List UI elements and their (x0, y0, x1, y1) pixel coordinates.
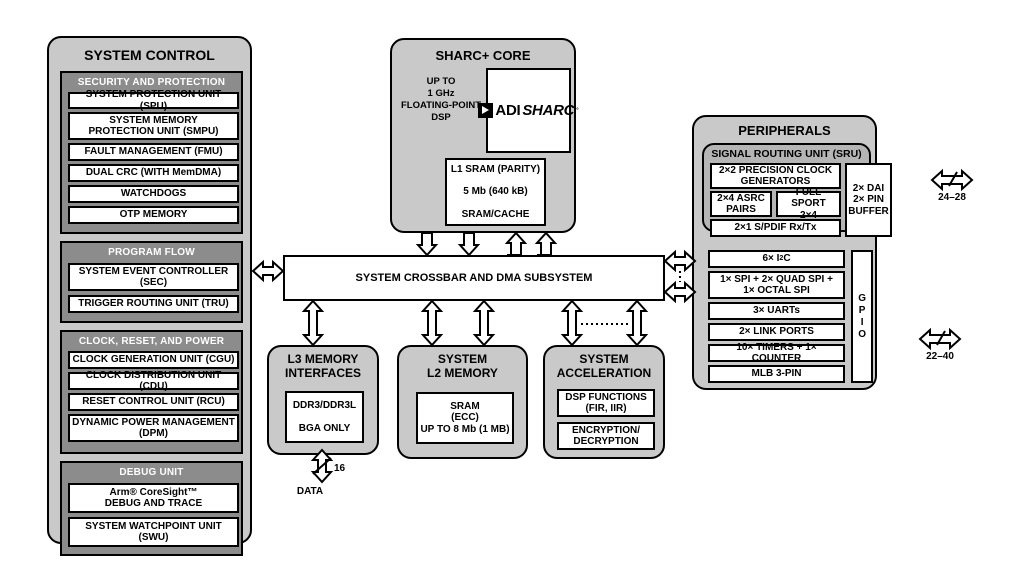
system-control-title: SYSTEM CONTROL (84, 47, 215, 63)
sharc-core-spec: UP TO 1 GHz FLOATING-POINT DSP (400, 76, 482, 123)
gpio-bus-label: 22–40 (926, 351, 954, 362)
group-security-and-protection: SECURITY AND PROTECTION SYSTEM PROTECTIO… (60, 71, 243, 234)
box-full-sport[interactable]: FULL SPORT 2×4 (776, 187, 841, 221)
box-otp-memory[interactable]: OTP MEMORY (68, 206, 239, 224)
box-swu[interactable]: SYSTEM WATCHPOINT UNIT (SWU) (68, 517, 239, 547)
arrow-crossbar-to-accel-right (625, 299, 649, 347)
arrow-crossbar-to-peripherals-lower (663, 280, 697, 304)
box-spdif[interactable]: 2×1 S/PDIF Rx/Tx (710, 219, 841, 237)
arrow-crossbar-to-l3 (301, 299, 325, 347)
box-dai-pin-buffer[interactable]: 2× DAI 2× PIN BUFFER (845, 163, 892, 237)
l2-memory-title: SYSTEM L2 MEMORY (427, 352, 498, 380)
peripherals-title: PERIPHERALS (738, 123, 831, 138)
group-debug-unit: DEBUG UNIT Arm® CoreSight™ DEBUG AND TRA… (60, 461, 243, 556)
arrow-dai-bus: 24–28 (930, 168, 974, 203)
box-fmu[interactable]: FAULT MANAGEMENT (FMU) (68, 143, 239, 161)
group-header-clock-reset-power: CLOCK, RESET, AND POWER (78, 336, 225, 347)
box-cgu[interactable]: CLOCK GENERATION UNIT (CGU) (68, 351, 239, 369)
gpio-label: GPIO (856, 292, 868, 341)
group-header-security: SECURITY AND PROTECTION (77, 77, 226, 88)
group-header-debug-unit: DEBUG UNIT (119, 467, 184, 478)
box-ddr3[interactable]: DDR3/DDR3L BGA ONLY (285, 391, 364, 443)
box-spu[interactable]: SYSTEM PROTECTION UNIT (SPU) (68, 89, 239, 112)
box-coresight[interactable]: Arm® CoreSight™ DEBUG AND TRACE (68, 483, 239, 513)
sharc-core-title: SHARC+ CORE (435, 48, 531, 63)
arrow-system-control-to-crossbar (251, 259, 285, 283)
box-dpm[interactable]: DYNAMIC POWER MANAGEMENT (DPM) (68, 414, 239, 442)
arrow-sharc-down-1 (415, 232, 439, 257)
sru-title: SIGNAL ROUTING UNIT (SRU) (711, 148, 862, 160)
arrow-crossbar-to-peripherals-upper (663, 249, 697, 273)
arrow-crossbar-to-accel-left (560, 299, 584, 347)
box-gpio[interactable]: GPIO (851, 250, 873, 383)
arrow-l3-data-bus: 16 DATA (297, 448, 346, 497)
panel-peripherals: PERIPHERALS SIGNAL ROUTING UNIT (SRU) 2×… (692, 115, 892, 390)
box-asrc-pairs[interactable]: 2×4 ASRC PAIRS (710, 191, 772, 217)
box-cdu[interactable]: CLOCK DISTRIBUTION UNIT (CDU) (68, 370, 239, 392)
l3-memory-title: L3 MEMORY INTERFACES (284, 352, 361, 380)
box-smpu[interactable]: SYSTEM MEMORY PROTECTION UNIT (SMPU) (68, 112, 239, 140)
box-system-crossbar[interactable]: SYSTEM CROSSBAR AND DMA SUBSYSTEM (283, 255, 665, 301)
box-uarts[interactable]: 3× UARTs (708, 302, 845, 320)
logo-trademark: ° (576, 107, 579, 114)
group-program-flow: PROGRAM FLOW SYSTEM EVENT CONTROLLER (SE… (60, 241, 243, 323)
box-dsp-functions[interactable]: DSP FUNCTIONS (FIR, IIR) (557, 389, 655, 417)
panel-system-l2-memory: SYSTEM L2 MEMORY SRAM (ECC) UP TO 8 Mb (… (397, 345, 528, 459)
l3-bus-width-label: 16 (334, 463, 346, 474)
play-triangle-icon (478, 103, 494, 118)
box-timers-counter[interactable]: 10× TIMERS + 1× COUNTER (708, 342, 845, 364)
box-sec[interactable]: SYSTEM EVENT CONTROLLER (SEC) (68, 263, 239, 291)
box-watchdogs[interactable]: WATCHDOGS (68, 185, 239, 203)
logo-adi-text: ADI (495, 102, 521, 119)
logo-sharc-text: SHARC (522, 102, 575, 119)
box-link-ports[interactable]: 2× LINK PORTS (708, 323, 845, 341)
group-header-program-flow: PROGRAM FLOW (108, 247, 195, 258)
box-tru[interactable]: TRIGGER ROUTING UNIT (TRU) (68, 295, 239, 313)
arrow-crossbar-to-l2-right (472, 299, 496, 347)
box-encryption-decryption[interactable]: ENCRYPTION/ DECRYPTION (557, 422, 655, 450)
box-rcu[interactable]: RESET CONTROL UNIT (RCU) (68, 393, 239, 411)
box-mlb[interactable]: MLB 3-PIN (708, 365, 845, 383)
panel-sharc-core: SHARC+ CORE UP TO 1 GHz FLOATING-POINT D… (390, 38, 579, 233)
arrow-sharc-down-2 (457, 232, 481, 257)
arrow-sharc-up-1 (504, 231, 528, 256)
system-acceleration-title: SYSTEM ACCELERATION (556, 352, 652, 380)
panel-system-acceleration: SYSTEM ACCELERATION DSP FUNCTIONS (FIR, … (543, 345, 665, 459)
arrow-crossbar-to-l2-left (420, 299, 444, 347)
box-spi[interactable]: 1× SPI + 2× QUAD SPI + 1× OCTAL SPI (708, 271, 845, 299)
box-l1-sram[interactable]: L1 SRAM (PARITY) 5 Mb (640 kB) SRAM/CACH… (445, 158, 546, 226)
panel-l3-memory-interfaces: L3 MEMORY INTERFACES DDR3/DDR3L BGA ONLY (267, 345, 379, 455)
box-dual-crc[interactable]: DUAL CRC (WITH MemDMA) (68, 164, 239, 182)
l3-bus-label: DATA (297, 486, 323, 497)
group-clock-reset-power: CLOCK, RESET, AND POWER CLOCK GENERATION… (60, 330, 243, 454)
arrow-sharc-up-2 (534, 231, 558, 256)
panel-system-control: SYSTEM CONTROL SECURITY AND PROTECTION S… (47, 36, 252, 556)
box-l2-sram[interactable]: SRAM (ECC) UP TO 8 Mb (1 MB) (416, 392, 514, 444)
arrow-gpio-bus: 22–40 (918, 327, 962, 362)
dai-bus-label: 24–28 (938, 192, 966, 203)
subpanel-signal-routing-unit: SIGNAL ROUTING UNIT (SRU) 2×2 PRECISION … (702, 143, 892, 237)
box-precision-clock-generators[interactable]: 2×2 PRECISION CLOCK GENERATORS (710, 163, 841, 189)
